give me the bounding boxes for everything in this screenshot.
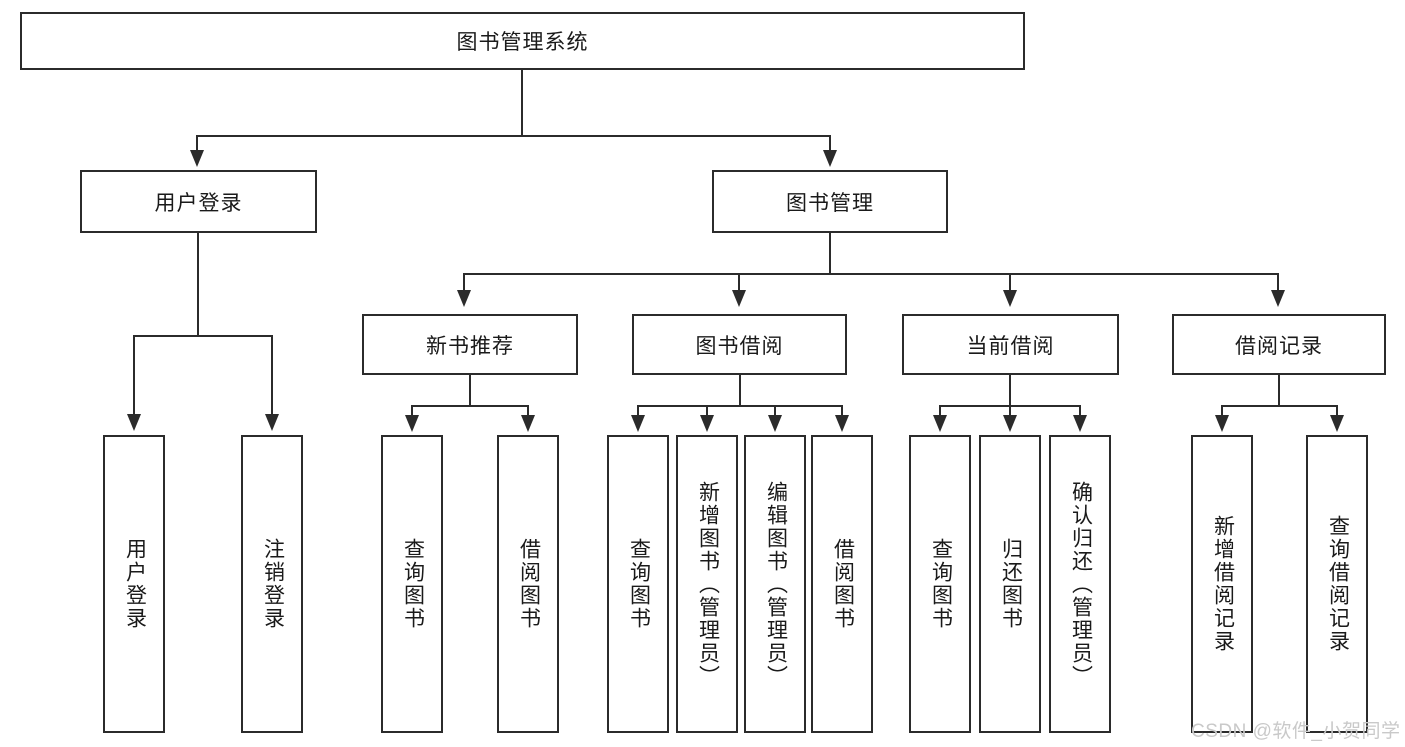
node-book-borrow[interactable]: 图书借阅: [632, 314, 847, 375]
node-label: 用户登录: [123, 538, 147, 630]
arrow-to-leaf-borrow-book-bb: [835, 415, 849, 432]
arrow-to-leaf-query-book-bb: [631, 415, 645, 432]
leaf-query-borrow-record[interactable]: 查询借阅记录: [1306, 435, 1368, 733]
arrow-to-user-login: [190, 150, 204, 167]
node-current-borrow[interactable]: 当前借阅: [902, 314, 1119, 375]
leaf-return-book[interactable]: 归还图书: [979, 435, 1041, 733]
arrow-to-leaf-return-book-cb: [1003, 415, 1017, 432]
arrow-to-leaf-add-book-bb: [700, 415, 714, 432]
connector-level3-drop-2: [738, 273, 740, 291]
connector-book-borrow-bar: [637, 405, 843, 407]
connector-new-book-recommend-bar: [411, 405, 529, 407]
node-label: 注销登录: [261, 538, 285, 630]
connector-user-login-stem: [197, 233, 199, 336]
node-label: 查询借阅记录: [1326, 515, 1350, 653]
arrow-to-leaf-query-book-cb: [933, 415, 947, 432]
connector-borrow-record-stem: [1278, 375, 1280, 406]
leaf-borrow-book-new-recommend[interactable]: 借阅图书: [497, 435, 559, 733]
node-label: 查询图书: [929, 538, 953, 630]
node-label: 图书管理: [786, 191, 874, 215]
arrow-to-leaf-add-record-br: [1215, 415, 1229, 432]
watermark-csdn: CSDN @软件_小贺同学: [1191, 721, 1401, 742]
leaf-logout[interactable]: 注销登录: [241, 435, 303, 733]
arrow-to-current-borrow: [1003, 290, 1017, 307]
connector-nbr-drop-2: [527, 405, 529, 416]
connector-bb-drop-3: [774, 405, 776, 416]
node-label: 归还图书: [999, 538, 1023, 630]
connector-user-login-drop-1: [133, 335, 135, 415]
node-label: 新书推荐: [426, 334, 514, 358]
connector-level3-bar: [463, 273, 1279, 275]
connector-root-stem: [521, 70, 523, 136]
connector-new-book-recommend-stem: [469, 375, 471, 406]
arrow-to-leaf-logout: [265, 414, 279, 431]
node-label: 借阅图书: [517, 538, 541, 630]
node-label: 用户登录: [154, 191, 243, 215]
connector-bb-drop-4: [841, 405, 843, 416]
arrow-to-leaf-confirm-return-cb: [1073, 415, 1087, 432]
node-root-book-management-system[interactable]: 图书管理系统: [20, 12, 1025, 70]
leaf-borrow-book-book-borrow[interactable]: 借阅图书: [811, 435, 873, 733]
connector-level3-drop-1: [463, 273, 465, 291]
node-label: 编辑图书（管理员）: [764, 480, 788, 688]
connector-book-management-stem: [829, 233, 831, 274]
node-label: 借阅图书: [831, 538, 855, 630]
arrow-to-leaf-query-book-nbr: [405, 415, 419, 432]
node-label: 查询图书: [401, 538, 425, 630]
connector-book-borrow-stem: [739, 375, 741, 406]
node-borrow-record[interactable]: 借阅记录: [1172, 314, 1386, 375]
connector-cb-drop-1: [939, 405, 941, 416]
node-label: 图书借阅: [695, 334, 784, 358]
connector-cb-drop-2: [1009, 405, 1011, 416]
node-label: 新增图书（管理员）: [696, 480, 720, 688]
connector-user-login-drop-2: [271, 335, 273, 415]
leaf-query-book-current-borrow[interactable]: 查询图书: [909, 435, 971, 733]
leaf-edit-book-admin[interactable]: 编辑图书（管理员）: [744, 435, 806, 733]
connector-user-login-bar: [133, 335, 272, 337]
leaf-add-borrow-record[interactable]: 新增借阅记录: [1191, 435, 1253, 733]
node-user-login[interactable]: 用户登录: [80, 170, 317, 233]
leaf-query-book-new-recommend[interactable]: 查询图书: [381, 435, 443, 733]
connector-current-borrow-stem: [1009, 375, 1011, 406]
connector-borrow-record-bar: [1221, 405, 1338, 407]
leaf-query-book-borrow[interactable]: 查询图书: [607, 435, 669, 733]
connector-br-drop-2: [1336, 405, 1338, 416]
leaf-confirm-return-admin[interactable]: 确认归还（管理员）: [1049, 435, 1111, 733]
connector-level2-bar: [196, 135, 831, 137]
arrow-to-book-borrow: [732, 290, 746, 307]
connector-bb-drop-2: [706, 405, 708, 416]
connector-level2-drop-1: [196, 135, 198, 151]
node-label: 当前借阅: [966, 334, 1055, 358]
connector-cb-drop-3: [1079, 405, 1081, 416]
connector-nbr-drop-1: [411, 405, 413, 416]
node-label: 图书管理系统: [456, 31, 589, 54]
node-label: 新增借阅记录: [1211, 515, 1235, 653]
node-label: 查询图书: [627, 538, 651, 630]
connector-br-drop-1: [1221, 405, 1223, 416]
node-book-management[interactable]: 图书管理: [712, 170, 948, 233]
connector-bb-drop-1: [637, 405, 639, 416]
connector-level3-drop-3: [1009, 273, 1011, 291]
arrow-to-book-management: [823, 150, 837, 167]
node-label: 确认归还（管理员）: [1069, 480, 1093, 688]
connector-level2-drop-2: [829, 135, 831, 151]
arrow-to-leaf-edit-book-bb: [768, 415, 782, 432]
arrow-to-leaf-borrow-book-nbr: [521, 415, 535, 432]
node-new-book-recommend[interactable]: 新书推荐: [362, 314, 578, 375]
arrow-to-new-book-recommend: [457, 290, 471, 307]
arrow-to-borrow-record: [1271, 290, 1285, 307]
connector-level3-drop-4: [1277, 273, 1279, 291]
leaf-add-book-admin[interactable]: 新增图书（管理员）: [676, 435, 738, 733]
arrow-to-leaf-query-record-br: [1330, 415, 1344, 432]
arrow-to-leaf-user-login: [127, 414, 141, 431]
node-label: 借阅记录: [1235, 334, 1323, 358]
leaf-user-login[interactable]: 用户登录: [103, 435, 165, 733]
